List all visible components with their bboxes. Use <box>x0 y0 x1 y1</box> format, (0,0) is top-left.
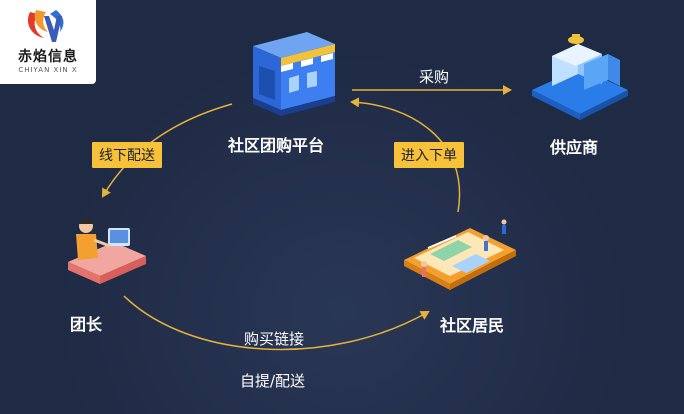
edge-label-offline-delivery: 线下配送 <box>92 142 162 168</box>
arrow-platform-to-leader <box>101 103 233 198</box>
brand-logo: 赤焰信息 CHIYAN XIN X <box>0 0 96 84</box>
residents-phone-icon <box>404 219 516 290</box>
edge-label-order: 进入下单 <box>394 142 464 168</box>
node-supplier: 供应商 <box>550 138 599 157</box>
team-leader-desk-icon <box>68 218 146 284</box>
brand-subtitle: CHIYAN XIN X <box>18 66 78 74</box>
building-icon <box>532 34 628 120</box>
edge-label-pickup-delivery: 自提/配送 <box>240 372 306 390</box>
brand-name: 赤焰信息 <box>18 49 78 65</box>
node-platform: 社区团购平台 <box>228 136 325 155</box>
edge-label-purchase: 采购 <box>419 68 450 86</box>
arrow-leader-to-residents <box>123 295 430 351</box>
node-leader: 团长 <box>70 315 103 334</box>
edge-label-buy-link: 购买链接 <box>244 330 305 348</box>
node-residents: 社区居民 <box>440 316 505 335</box>
flame-logo-icon <box>27 10 64 42</box>
arrow-residents-to-platform <box>350 97 461 213</box>
store-icon <box>253 32 335 116</box>
